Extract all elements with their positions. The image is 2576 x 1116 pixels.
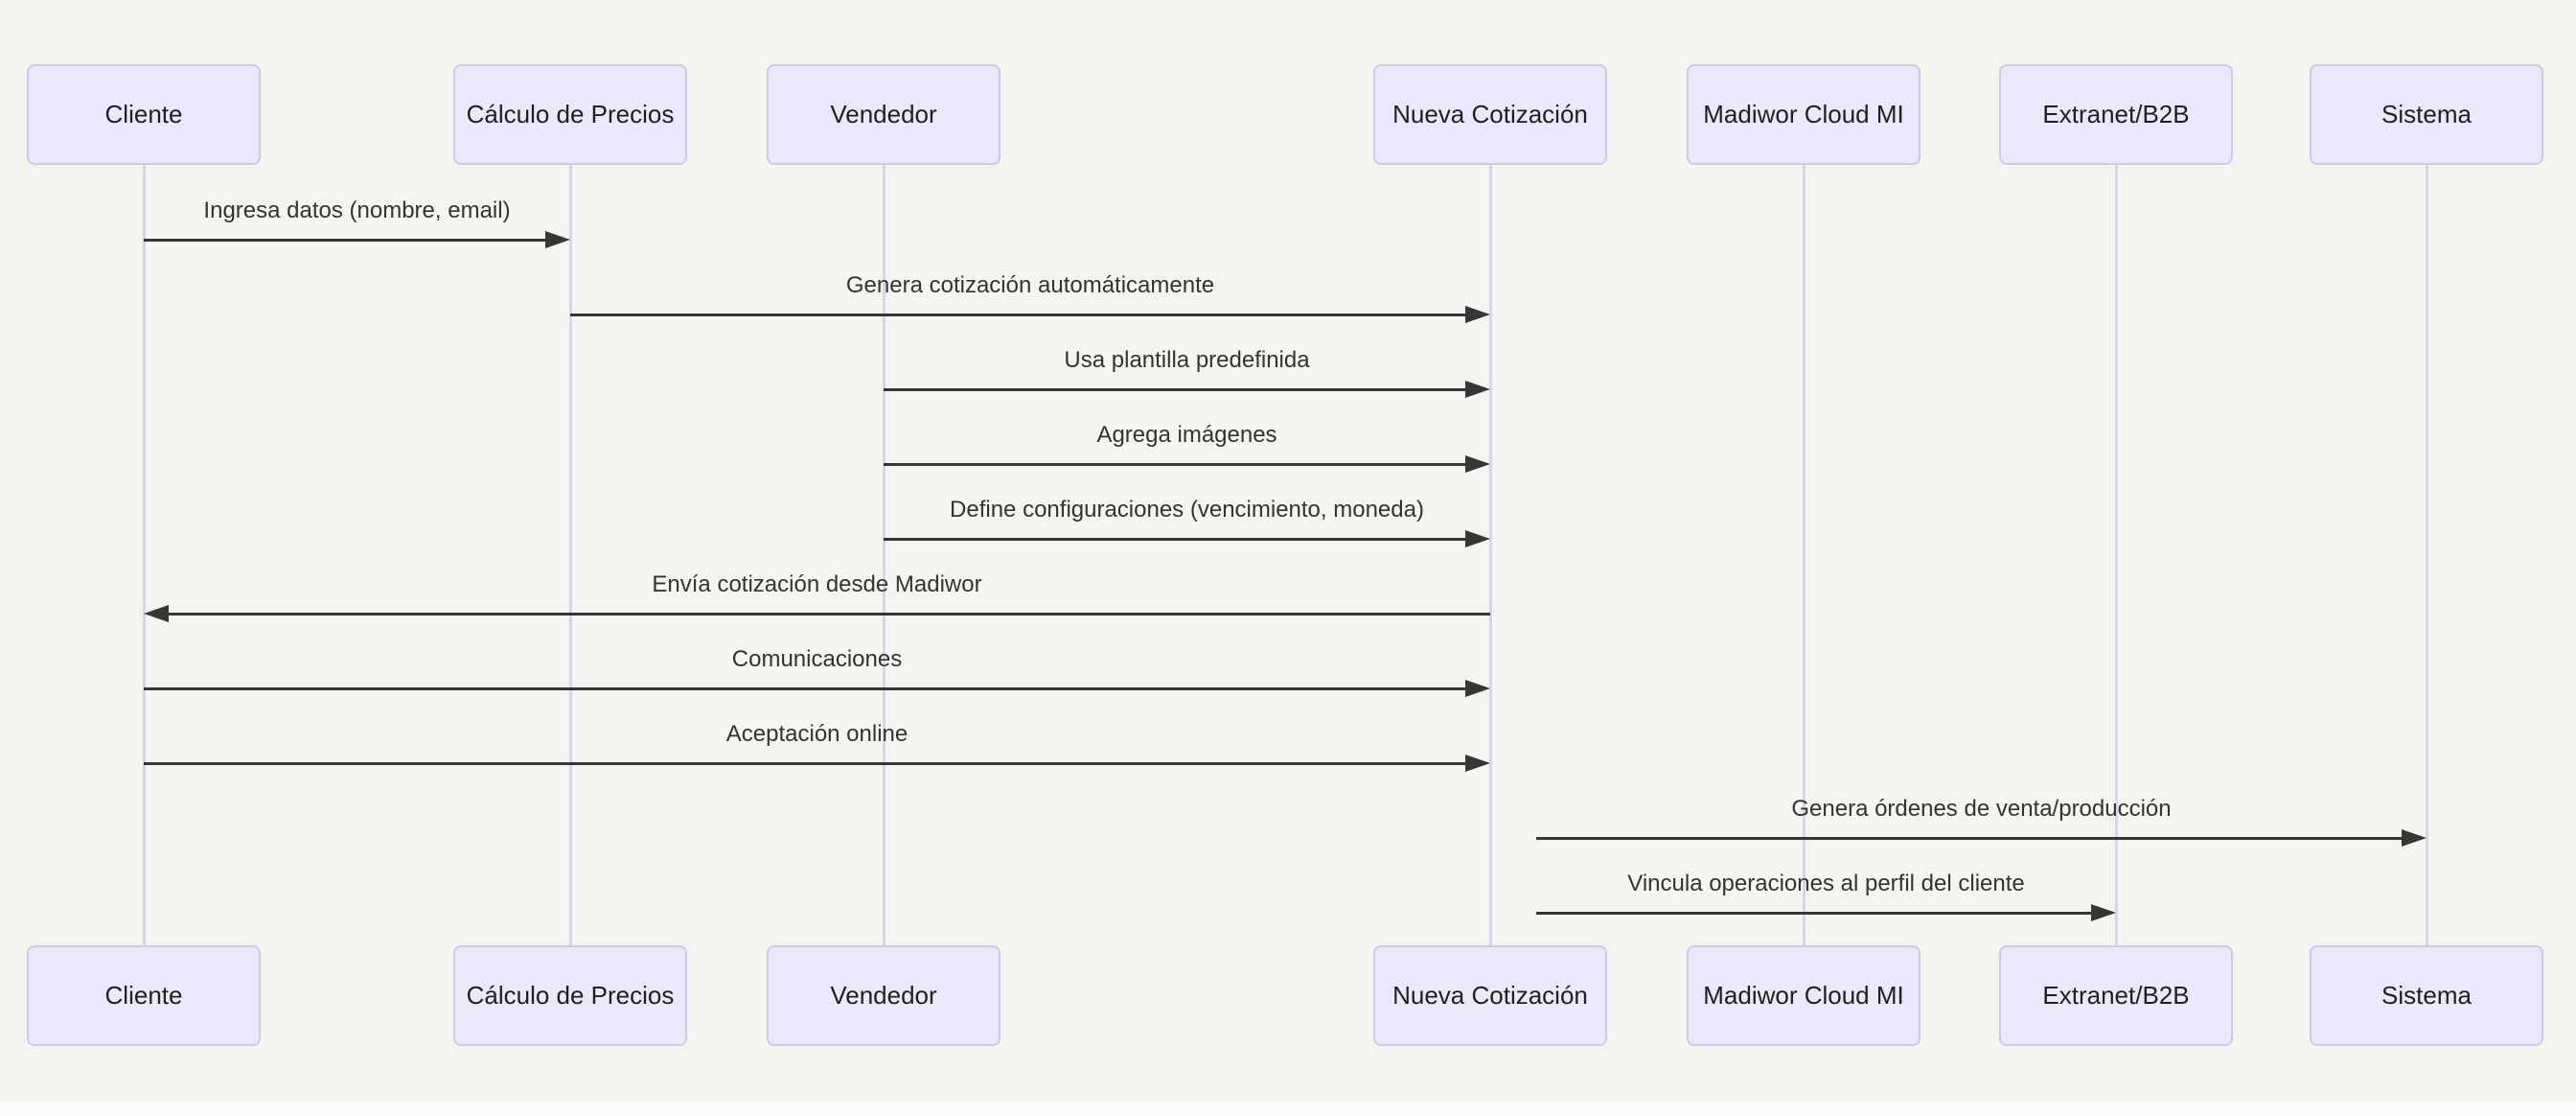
- actor-label: Vendedor: [830, 100, 937, 128]
- lifeline-nueva-cotizacion: [1488, 163, 1492, 947]
- lifeline-vendedor: [882, 163, 886, 947]
- arrowhead-icon: [545, 231, 570, 248]
- actor-label: Madiwor Cloud MI: [1703, 100, 1904, 128]
- message-line: [144, 686, 1469, 690]
- lifeline-extranet-b2b: [2114, 163, 2118, 947]
- actor-label: Cálculo de Precios: [466, 981, 675, 1010]
- actor-top-calculo-de-precios: Cálculo de Precios: [453, 64, 687, 165]
- lifeline-sistema: [2425, 163, 2428, 947]
- message-label-define-configuraciones-vencimiento-moneda: Define configuraciones (vencimiento, mon…: [950, 497, 1424, 523]
- actor-bottom-vendedor: Vendedor: [767, 945, 1000, 1046]
- actor-top-madiwor-cloud-mi: Madiwor Cloud MI: [1687, 64, 1920, 165]
- actor-label: Cliente: [104, 100, 183, 128]
- arrowhead-icon: [1465, 381, 1490, 398]
- arrowhead-icon: [1465, 530, 1490, 547]
- lifeline-calculo-de-precios: [568, 163, 572, 947]
- message-line: [144, 238, 549, 242]
- actor-bottom-extranet-b2b: Extranet/B2B: [1999, 945, 2233, 1046]
- actor-top-extranet-b2b: Extranet/B2B: [1999, 64, 2233, 165]
- actor-top-nueva-cotizacion: Nueva Cotización: [1373, 64, 1607, 165]
- message-label-comunicaciones: Comunicaciones: [731, 646, 903, 672]
- actor-top-cliente: Cliente: [27, 64, 261, 165]
- message-label-ingresa-datos-nombre-email: Ingresa datos (nombre, email): [203, 198, 511, 223]
- actor-label: Cliente: [104, 981, 183, 1010]
- message-line: [1536, 836, 2405, 840]
- actor-bottom-calculo-de-precios: Cálculo de Precios: [453, 945, 687, 1046]
- arrowhead-icon: [2091, 904, 2116, 921]
- message-line: [884, 387, 1469, 391]
- actor-label: Extranet/B2B: [2042, 981, 2190, 1010]
- message-label-envia-cotizacion-desde-madiwor: Envía cotización desde Madiwor: [652, 571, 982, 597]
- actor-bottom-madiwor-cloud-mi: Madiwor Cloud MI: [1687, 945, 1920, 1046]
- actor-label: Nueva Cotización: [1392, 100, 1588, 128]
- bottom-strip: [0, 1103, 2576, 1116]
- actor-bottom-cliente: Cliente: [27, 945, 261, 1046]
- arrowhead-icon: [2402, 829, 2426, 847]
- message-line: [1536, 911, 2095, 915]
- arrowhead-icon: [1465, 306, 1490, 323]
- actor-label: Nueva Cotización: [1392, 981, 1588, 1010]
- actor-label: Madiwor Cloud MI: [1703, 981, 1904, 1010]
- message-label-agrega-imagenes: Agrega imágenes: [1096, 422, 1277, 448]
- actor-label: Vendedor: [830, 981, 937, 1010]
- message-label-usa-plantilla-predefinida: Usa plantilla predefinida: [1064, 347, 1310, 373]
- actor-label: Sistema: [2381, 100, 2472, 128]
- message-label-genera-cotizacion-automaticamente: Genera cotización automáticamente: [845, 272, 1215, 298]
- actor-label: Extranet/B2B: [2042, 100, 2190, 128]
- message-label-genera-ordenes-de-venta-produccion: Genera órdenes de venta/producción: [1791, 796, 2172, 822]
- arrowhead-icon: [1465, 455, 1490, 473]
- arrowhead-icon: [1465, 680, 1490, 697]
- actor-bottom-nueva-cotizacion: Nueva Cotización: [1373, 945, 1607, 1046]
- message-line: [570, 313, 1469, 316]
- actor-top-sistema: Sistema: [2310, 64, 2543, 165]
- message-line: [165, 612, 1490, 616]
- message-label-vincula-operaciones-al-perfil-del-cliente: Vincula operaciones al perfil del client…: [1627, 871, 2025, 896]
- arrowhead-icon: [144, 605, 169, 622]
- message-label-aceptacion-online: Aceptación online: [725, 721, 908, 747]
- arrowhead-icon: [1465, 755, 1490, 772]
- lifeline-cliente: [142, 163, 146, 947]
- actor-label: Cálculo de Precios: [466, 100, 675, 128]
- message-line: [884, 537, 1469, 541]
- actor-label: Sistema: [2381, 981, 2472, 1010]
- actor-top-vendedor: Vendedor: [767, 64, 1000, 165]
- actor-bottom-sistema: Sistema: [2310, 945, 2543, 1046]
- message-line: [884, 462, 1469, 466]
- lifeline-madiwor-cloud-mi: [1802, 163, 1806, 947]
- message-line: [144, 761, 1469, 765]
